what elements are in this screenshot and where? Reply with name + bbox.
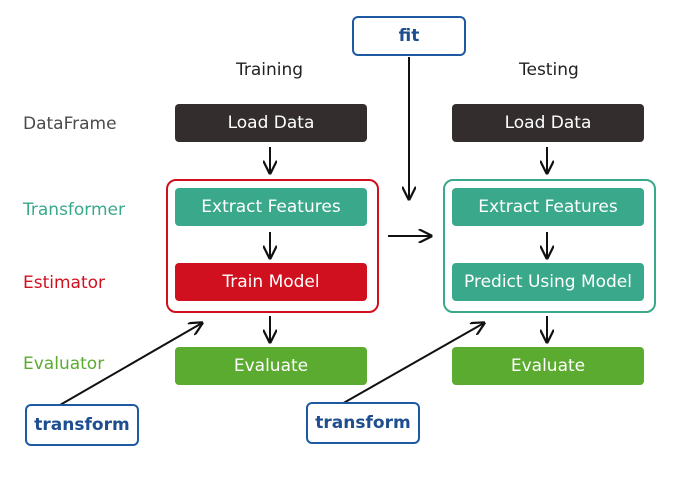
row-label-transformer: Transformer xyxy=(23,200,126,220)
testing-load-data: Load Data xyxy=(452,104,644,142)
row-label-dataframe: DataFrame xyxy=(23,114,117,134)
testing-evaluate: Evaluate xyxy=(452,347,644,385)
arrow-transform-left xyxy=(59,323,202,406)
training-evaluate: Evaluate xyxy=(175,347,367,385)
fit-callout: fit xyxy=(352,16,466,56)
transform-callout-left: transform xyxy=(25,404,139,446)
training-train-model: Train Model xyxy=(175,263,367,301)
testing-group-frame xyxy=(443,179,656,313)
training-load-data: Load Data xyxy=(175,104,367,142)
training-group-frame xyxy=(166,179,379,313)
row-label-estimator: Estimator xyxy=(23,273,106,293)
testing-predict-using-model: Predict Using Model xyxy=(452,263,644,301)
arrow-transform-right xyxy=(339,323,484,406)
testing-extract-features: Extract Features xyxy=(452,188,644,226)
training-extract-features: Extract Features xyxy=(175,188,367,226)
training-header: Training xyxy=(236,60,304,80)
transform-callout-right: transform xyxy=(306,402,420,444)
row-label-evaluator: Evaluator xyxy=(23,354,105,374)
testing-header: Testing xyxy=(519,60,579,80)
